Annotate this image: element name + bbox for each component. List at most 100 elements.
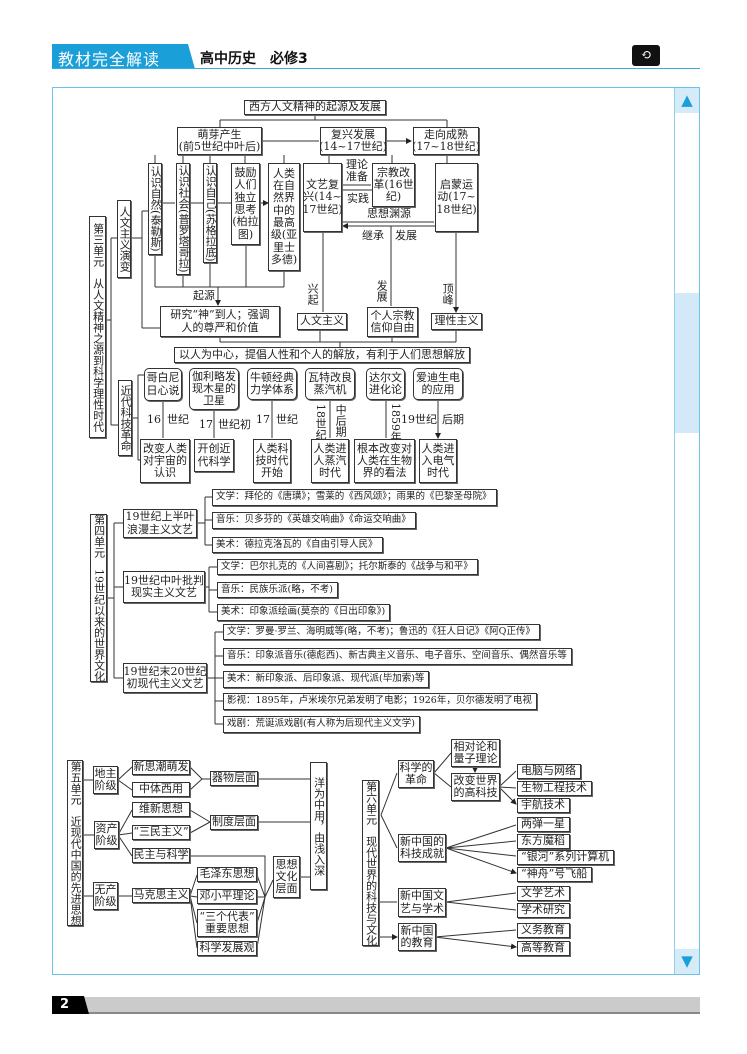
- humanism-evolution-label: 人文主义演变: [117, 200, 131, 278]
- unit3-title: 西方人文精神的起源及发展: [244, 100, 386, 115]
- sci-effect: 根本改变对 人类在生物 界的看法: [354, 439, 415, 483]
- time-label: 世纪初: [218, 418, 251, 431]
- idea-box: 民主与科学: [132, 848, 190, 863]
- time-label: 1859年: [389, 403, 403, 442]
- china-arts-box: 新中国文 艺与学术: [398, 888, 446, 917]
- class-proletariat: 无产 阶级: [93, 882, 118, 910]
- class-landlord: 地主 阶级: [93, 766, 118, 794]
- sci-rev-box: 科学的 革命: [398, 760, 434, 788]
- level-culture: 思想 文化 层面: [273, 856, 300, 898]
- level-material: 器物层面: [210, 771, 258, 786]
- china-sci-box: 新中国的 科技成就: [398, 834, 446, 862]
- sci-effect: 人类进 人蒸汽 时代: [311, 439, 349, 483]
- book-title: 高中历史 必修3: [200, 51, 308, 67]
- sci-item-watt: 瓦特改良 蒸汽机: [305, 368, 355, 400]
- marxism-item: 毛泽东思想: [197, 867, 257, 882]
- idea-box: 新思潮萌发: [132, 760, 190, 775]
- origin-box: 鼓励 人们 独立 思考 (柏拉 图): [231, 163, 260, 245]
- origin-box: 人类 在自 然界 中的 最高 级(亚 里士 多德): [268, 163, 300, 271]
- time-label: 中后期: [334, 404, 348, 437]
- china-sci-item: “银河”系列计算机: [517, 850, 615, 865]
- art-item: 戏剧：荒诞派戏剧(有人称为后现代主义文学): [223, 716, 420, 733]
- religious-freedom-box: 个人宗教 信仰自由: [367, 307, 418, 337]
- hightech-item: 生物工程技术: [517, 781, 592, 796]
- hightech-box: 改变世界 的高科技: [451, 773, 500, 801]
- page-number: 2: [60, 997, 70, 1012]
- sci-effect: 人类科 技时代 开始: [253, 439, 291, 483]
- sci-item-newton: 牛顿经典 力学体系: [247, 368, 297, 400]
- romanticism-box: 19世纪上半叶 浪漫主义文艺: [123, 509, 197, 538]
- inherit-label: 继承 发展: [362, 229, 417, 242]
- header-badge: 教材完全解读: [58, 50, 161, 69]
- source-label: 思想渊源: [367, 207, 411, 220]
- sci-effect: 开创近 代科学: [194, 439, 234, 472]
- art-item: 美术：印象派绘画(莫奈的《日出印象》): [217, 604, 391, 621]
- origin-box: 认识自己(苏格拉底): [203, 163, 218, 263]
- time-label: 后期: [442, 413, 464, 426]
- sci-revolution-label: 近代科技革命: [118, 380, 132, 456]
- art-item: 美术：德拉克洛瓦的《自由引导人民》: [212, 537, 383, 553]
- time-label: 17: [256, 413, 270, 426]
- humanism-box: 人文主义: [297, 313, 347, 330]
- page-number-shape: [52, 996, 89, 1014]
- scroll-up-arrow-icon[interactable]: ▲: [675, 88, 699, 113]
- develop-label: 发展: [375, 280, 389, 302]
- art-item: 文学：拜伦的《唐璜》；雪莱的《西风颂》；雨果的《巴黎圣母院》: [212, 489, 497, 506]
- china-arts-item: 学术研究: [517, 903, 570, 918]
- header-badge-shape: [52, 44, 195, 69]
- time-label: 18世纪: [314, 404, 328, 440]
- time-label: 世纪: [167, 413, 189, 426]
- stage-mature: 走向成熟 (17~18世纪): [412, 127, 480, 155]
- unit3-label: 第三单元 从人文精神之源到科学理性时代: [89, 216, 106, 438]
- china-edu-box: 新中国 的教育: [398, 923, 436, 951]
- scrollbar-thumb[interactable]: [675, 293, 699, 433]
- unit5-label: 第五单元 近现代中国的先进思想: [67, 760, 83, 926]
- scroll-down-arrow-icon[interactable]: ▼: [675, 949, 699, 974]
- reformation-box: 宗教改 革(16世 纪): [372, 163, 415, 207]
- unit6-label: 第六单元 现代世界的科技与文化: [362, 780, 379, 946]
- art-item: 音乐：贝多芬的《英雄交响曲》《命运交响曲》: [212, 512, 416, 529]
- content-frame: [52, 87, 700, 975]
- conclusion-box: 洋为中用，由浅入深: [310, 762, 327, 890]
- practice-label: 实践: [347, 192, 369, 205]
- china-sci-item: 东方魔稻: [517, 834, 570, 849]
- rationalism-box: 理性主义: [431, 313, 482, 330]
- sci-effect: 人类进 入电气 时代: [419, 439, 457, 483]
- art-item: 美术：新印象派、后印象派、现代派(毕加索)等: [223, 671, 430, 688]
- modernism-box: 19世纪末20世纪 初现代主义文艺: [123, 663, 207, 693]
- enlightenment-box: 启蒙运 动(17~ 18世纪): [435, 163, 478, 232]
- idea-box: “三民主义”: [132, 825, 190, 840]
- realism-box: 19世纪中叶批判 现实主义文艺: [123, 571, 205, 603]
- china-sci-item: 两弹一星: [517, 817, 570, 832]
- theory-prep-label: 理论 准备: [346, 158, 368, 184]
- art-item: 音乐：民族乐派(略，不考): [217, 582, 338, 598]
- idea-box: 维新思想: [132, 802, 190, 817]
- stage-sprout: 萌芽产生 (前5世纪中叶后): [177, 127, 262, 155]
- class-bourgeois: 资产 阶级: [94, 821, 119, 849]
- china-edu-item: 高等教育: [517, 941, 570, 956]
- time-label: 19世纪: [401, 413, 437, 426]
- rise-label: 兴起: [306, 283, 320, 305]
- humanism-summary: 以人为中心，提倡人性和个人的解放，有利于人们思想解放: [174, 347, 470, 363]
- sci-item-edison: 爱迪生电 的应用: [413, 368, 463, 400]
- idea-box: 马克思主义: [132, 888, 190, 903]
- sci-item-darwin: 达尔文 进化论: [366, 368, 405, 400]
- hightech-item: 电脑与网络: [517, 764, 581, 779]
- marxism-item: 邓小平理论: [197, 889, 257, 904]
- origin-box: 认识自然(泰勒斯): [148, 163, 162, 255]
- origin-result: 研究“神”到人；强调 人的尊严和价值: [160, 306, 280, 337]
- origin-link-label: 起源: [193, 289, 215, 302]
- footer-bar: [52, 997, 700, 1014]
- publisher-logo-icon: ⟲: [632, 45, 660, 66]
- china-sci-item: “神舟”号飞船: [517, 867, 593, 882]
- time-label: 世纪: [276, 413, 298, 426]
- scrollbar[interactable]: ▲ ▼: [674, 88, 699, 974]
- sci-item-copernicus: 哥白尼 日心说: [144, 368, 182, 401]
- header-divider: [52, 68, 700, 69]
- renaissance-box: 文艺复 兴(14~ 17世纪): [302, 163, 343, 232]
- china-edu-item: 义务教育: [517, 923, 570, 938]
- level-system: 制度层面: [210, 815, 258, 830]
- time-label: 17: [199, 418, 213, 431]
- art-item: 音乐：印象派音乐(德彪西)、新古典主义音乐、电子音乐、空间音乐、偶然音乐等: [223, 648, 572, 665]
